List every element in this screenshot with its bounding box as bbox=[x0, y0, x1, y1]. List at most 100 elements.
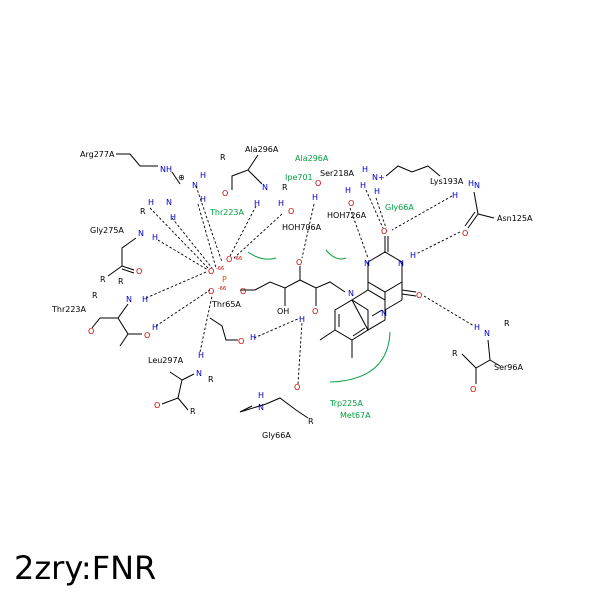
bond bbox=[477, 213, 495, 219]
hbond bbox=[423, 295, 475, 327]
gly66a-backbone bbox=[239, 397, 309, 419]
gly66a-h: H bbox=[258, 391, 264, 400]
residue-thr223a-label: Thr223A bbox=[51, 305, 87, 314]
bond bbox=[171, 171, 181, 185]
hoh726a-o: O bbox=[348, 199, 354, 208]
arg277a-h-4: H bbox=[170, 213, 176, 222]
arg277a-n-1: N bbox=[192, 181, 198, 190]
thr223a-r: R bbox=[92, 291, 98, 300]
thr65a-o: O bbox=[238, 337, 244, 346]
bond bbox=[177, 397, 189, 411]
ala296a-backbone bbox=[231, 154, 259, 190]
ser96a-h: H bbox=[474, 323, 480, 332]
arg277a-h-1: H bbox=[200, 171, 206, 180]
hydrophobic-arc-trp225a bbox=[329, 331, 391, 383]
hbond bbox=[157, 239, 209, 271]
leu297a-backbone bbox=[161, 373, 195, 405]
bond bbox=[117, 317, 129, 335]
atom-o-phosphate-ester: O bbox=[240, 287, 246, 296]
residue-leu297a-label: Leu297A bbox=[148, 356, 184, 365]
bond bbox=[464, 211, 476, 227]
atom-o-ribityl-2: O bbox=[296, 258, 302, 267]
hoh706a-h: H bbox=[278, 199, 284, 208]
asn125a-h: H bbox=[468, 179, 474, 188]
bond bbox=[371, 309, 383, 317]
hydrophobic-gly66a: Gly66A bbox=[385, 203, 414, 212]
ala296a-h: H bbox=[254, 199, 260, 208]
ser96a-o: O bbox=[470, 385, 476, 394]
residue-arg277a-label: Arg277A bbox=[80, 150, 115, 159]
atom-p: P bbox=[222, 275, 227, 284]
hydrogen-bonds bbox=[145, 185, 475, 385]
leu297a-n: N bbox=[196, 369, 202, 378]
atom-h3: H bbox=[410, 251, 416, 260]
ser96a-r: R bbox=[504, 319, 510, 328]
page-title: 2zry:FNR bbox=[14, 549, 157, 587]
leu297a-r2: R bbox=[190, 407, 196, 416]
thr223a-n: N bbox=[126, 295, 132, 304]
arg277a-nh: NH bbox=[160, 165, 172, 174]
charge-o-3: -66 bbox=[218, 286, 226, 292]
gly275a-backbone bbox=[107, 237, 137, 277]
residue-hoh706a-label: HOH706A bbox=[282, 223, 322, 232]
lys193a-h2: H bbox=[360, 181, 366, 190]
lys193a-nplus: N+ bbox=[372, 173, 385, 182]
hbond bbox=[149, 207, 209, 269]
hydrophobic-arc-gly66a bbox=[325, 249, 347, 260]
atom-n5: N bbox=[381, 309, 387, 318]
atom-o2: O bbox=[381, 227, 387, 236]
leu297a-r: R bbox=[208, 375, 214, 384]
hbond bbox=[233, 213, 283, 259]
bond bbox=[169, 371, 183, 381]
charge-o-2: -66 bbox=[234, 256, 242, 262]
lys193a-h: H bbox=[362, 165, 368, 174]
bond bbox=[121, 265, 135, 271]
thr65a-sidechain bbox=[209, 317, 238, 341]
charge-o-1: -66 bbox=[216, 266, 224, 272]
hbond bbox=[197, 203, 217, 269]
residue-ser96a-label: Ser96A bbox=[494, 363, 523, 372]
residue-thr65a-label: Thr65A bbox=[211, 300, 241, 309]
atom-o-phosphate-1: O bbox=[208, 267, 214, 276]
hydrophobic-ipe701: Ipe701 bbox=[285, 173, 313, 182]
ala296a-n: N bbox=[262, 183, 268, 192]
thr223a-oh-h: H bbox=[152, 323, 158, 332]
hbond bbox=[375, 197, 387, 229]
arg277a-n-2: N bbox=[166, 198, 172, 207]
atom-n3: N bbox=[398, 259, 404, 268]
bond bbox=[352, 327, 366, 337]
bond bbox=[467, 213, 479, 229]
hbond bbox=[145, 271, 207, 299]
atom-o4: O bbox=[416, 291, 422, 300]
ser96a-r2: R bbox=[452, 349, 458, 358]
atom-o-phosphate-2: O bbox=[226, 255, 232, 264]
lys193a-sidechain bbox=[385, 165, 441, 177]
ala296a-r: R bbox=[220, 153, 226, 162]
ser218a-h: H bbox=[312, 193, 318, 202]
atom-n1: N bbox=[364, 259, 370, 268]
atom-n10: N bbox=[348, 289, 354, 298]
hbond bbox=[199, 295, 213, 353]
thr223a-oh: O bbox=[144, 331, 150, 340]
bond bbox=[489, 359, 501, 367]
thr223a-h: H bbox=[142, 295, 148, 304]
hydrophobic-met67a: Met67A bbox=[340, 411, 371, 420]
gly66a-r: R bbox=[308, 417, 314, 426]
hoh726a-h: H bbox=[345, 186, 351, 195]
carbonyl-bond bbox=[401, 289, 417, 293]
ser218a-o: O bbox=[315, 179, 321, 188]
residue-hoh726a-label: HOH726A bbox=[327, 211, 367, 220]
ala296a-r2: R bbox=[282, 183, 288, 192]
ribityl-chain bbox=[240, 279, 346, 293]
atom-o-phosphate-3: O bbox=[208, 287, 214, 296]
methyl-bond bbox=[319, 329, 336, 341]
hbond bbox=[253, 317, 301, 339]
gly66a-o: O bbox=[294, 383, 300, 392]
gly66a-n: N bbox=[258, 403, 264, 412]
hoh706a-o: O bbox=[288, 207, 294, 216]
ser96a-n: N bbox=[484, 329, 490, 338]
carbonyl-bond bbox=[401, 293, 417, 297]
hydrophobic-thr223a: Thr223A bbox=[209, 208, 245, 217]
leu297a-o: O bbox=[154, 401, 160, 410]
